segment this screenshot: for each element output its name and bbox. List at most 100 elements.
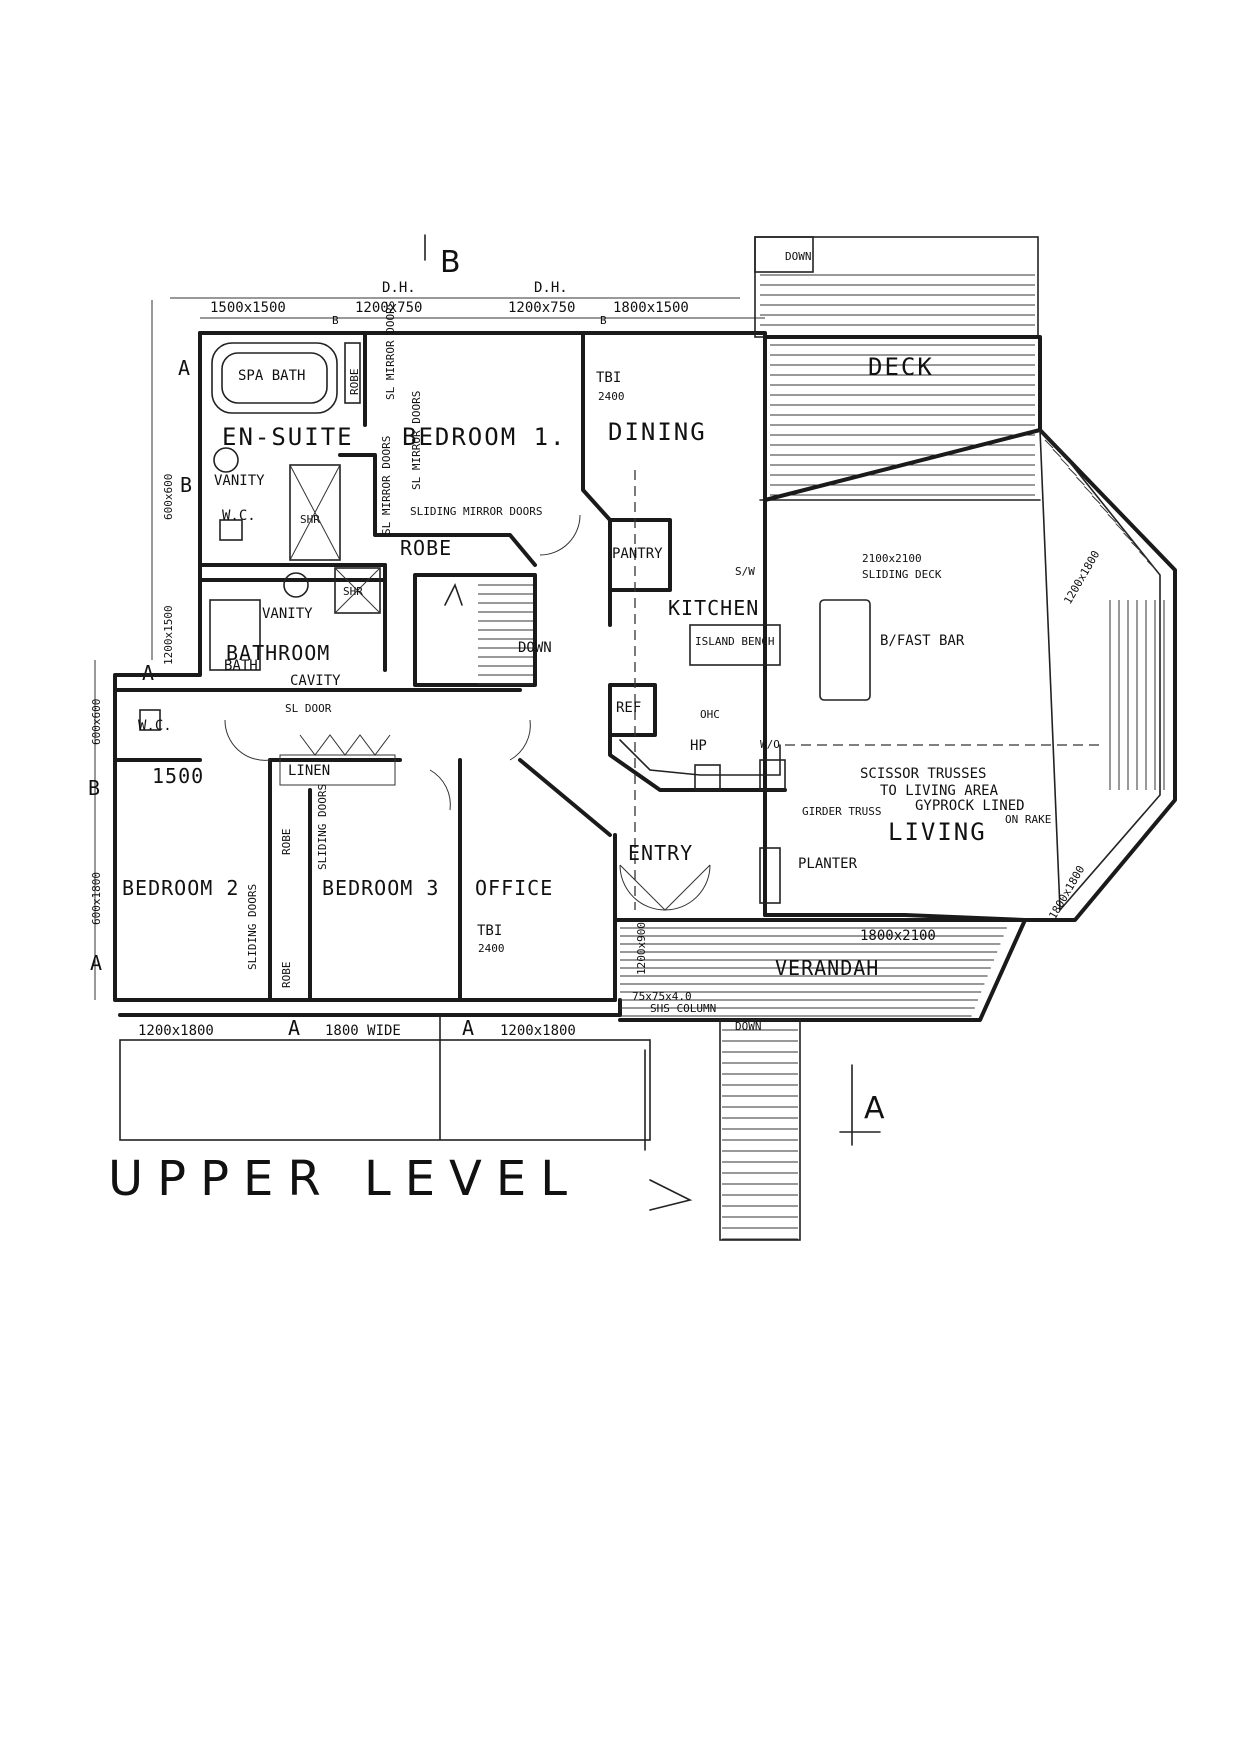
label-down-bottom: DOWN — [735, 1020, 762, 1033]
label-tbi-office-h: 2400 — [478, 942, 505, 955]
dim-left-3: 600x600 — [90, 699, 103, 745]
basin-bath — [283, 572, 309, 598]
label-down-stair: DOWN — [518, 640, 552, 656]
wtype-b-2: B — [600, 314, 607, 327]
dim-left-4: 600x1800 — [90, 872, 103, 925]
room-verandah: VERANDAH — [775, 956, 879, 980]
dim-window-3: 1200x750 — [508, 300, 575, 316]
basin-ensuite — [213, 447, 239, 473]
room-living: LIVING — [888, 818, 987, 846]
balcony-bottom — [119, 1014, 651, 1151]
label-scissor-2: TO LIVING AREA — [880, 783, 999, 799]
deck — [754, 236, 1042, 501]
wtype-a-3: A — [90, 951, 103, 975]
label-girder: GIRDER TRUSS — [802, 805, 881, 818]
dim-entry-side: 1200x900 — [635, 922, 648, 975]
label-robe-b3: ROBE — [280, 829, 293, 856]
left-dimension-line: 600x600 1200x1500 600x600 600x1800 A B A… — [88, 300, 193, 1000]
dh-label-1: D.H. — [382, 280, 416, 296]
room-bedroom-3: BEDROOM 3 — [322, 876, 439, 900]
label-sl-mirror-b: SL MIRROR DOORS — [410, 391, 423, 490]
label-planter: PLANTER — [798, 856, 858, 872]
label-scissor-4: ON RAKE — [1005, 813, 1051, 826]
dim-oct-1: 1200x1800 — [1061, 548, 1102, 606]
label-sw: S/W — [735, 565, 755, 578]
kitchen-counter — [619, 739, 781, 776]
robe-top-box — [344, 342, 361, 404]
label-sliding-b2: SLIDING DOORS — [246, 884, 259, 970]
label-tbi-dining: TBI — [596, 370, 621, 386]
section-marker-b: B — [440, 245, 461, 280]
label-wo: W/O — [760, 738, 780, 751]
label-spa-bath: SPA BATH — [238, 368, 305, 384]
label-vanity-bath: VANITY — [262, 606, 313, 622]
dh-label-2: D.H. — [534, 280, 568, 296]
room-linen: LINEN — [288, 763, 330, 779]
dim-bottom-1: 1200x1800 — [138, 1023, 214, 1039]
dim-window-4: 1800x1500 — [613, 300, 689, 316]
label-tbi-office: TBI — [477, 923, 502, 939]
wtype-b-4: B — [88, 776, 101, 800]
label-sliding-deck: SLIDING DECK — [862, 568, 942, 581]
dim-bottom-3: 1200x1800 — [500, 1023, 576, 1039]
stairs-internal — [444, 582, 533, 685]
wall-oven — [759, 759, 786, 791]
label-scissor-1: SCISSOR TRUSSES — [860, 766, 986, 782]
section-marker-top: B — [424, 234, 461, 280]
label-vanity-ensuite: VANITY — [214, 473, 265, 489]
label-down-top: DOWN — [785, 250, 812, 263]
room-bedroom-1: BEDROOM 1. — [402, 423, 567, 451]
room-wc-main: W.C. — [138, 718, 172, 734]
drawing-title: UPPER LEVEL — [108, 1151, 581, 1207]
label-shr-bath: SHR — [343, 585, 363, 598]
section-marker-bottom: A — [839, 1064, 885, 1146]
label-fridge: REF — [616, 700, 641, 716]
wtype-a-1: A — [178, 356, 191, 380]
label-robe-main: ROBE — [400, 536, 452, 560]
dimension-labels: 1500 1200x1800 1800 WIDE 1200x1800 A A 1… — [138, 548, 1102, 1040]
wtype-a-5: A — [462, 1016, 475, 1040]
dim-left-2: 1200x1500 — [162, 605, 175, 665]
dim-window-1: 1500x1500 — [210, 300, 286, 316]
bathtub — [209, 599, 261, 671]
room-office: OFFICE — [475, 876, 553, 900]
interior-walls — [113, 331, 787, 1002]
room-dining: DINING — [608, 418, 707, 446]
label-bfast: B/FAST BAR — [880, 633, 965, 649]
label-column: 75x75x4.0 — [632, 990, 692, 1003]
label-ohc: OHC — [700, 708, 720, 721]
dim-left-1: 600x600 — [162, 474, 175, 520]
dim-deck-door: 2100x2100 — [862, 552, 922, 565]
dim-window-2: 1200x750 — [355, 300, 422, 316]
label-shr-ensuite: SHR — [300, 513, 320, 526]
shower-bath — [334, 567, 381, 614]
dim-veranda-door: 1800x2100 — [860, 928, 936, 944]
breakfast-bar — [819, 599, 871, 701]
room-labels: EN-SUITE BEDROOM 1. DINING KITCHEN BATHR… — [122, 353, 987, 980]
room-ensuite: EN-SUITE — [222, 423, 354, 451]
top-dimension-line: 1500x1500 1200x750 1200x750 1800x1500 D.… — [170, 280, 765, 327]
label-robe-top: ROBE — [348, 369, 361, 396]
label-hp: HP — [690, 738, 707, 754]
label-sliding-mirror: SLIDING MIRROR DOORS — [410, 505, 542, 518]
label-tbi-dining-h: 2400 — [598, 390, 625, 403]
label-robe-b2: ROBE — [280, 962, 293, 989]
wtype-b-3: B — [180, 473, 193, 497]
room-bathroom: BATHROOM — [226, 641, 330, 665]
toilet-main — [139, 709, 161, 731]
label-cavity: CAVITY — [290, 673, 341, 689]
label-sl-mirror-c: SL MIRROR DOORS — [380, 436, 393, 535]
label-bath: BATH — [224, 658, 258, 674]
room-pantry: PANTRY — [612, 546, 663, 562]
dim-1500: 1500 — [152, 764, 204, 788]
fixture-labels: SPA BATH ROBE SL MIRROR DOORS SL MIRROR … — [214, 250, 1051, 1033]
shower-ensuite — [289, 464, 341, 561]
label-island: ISLAND BENCH — [695, 635, 774, 648]
island-bench — [689, 624, 781, 666]
room-deck: DECK — [868, 353, 934, 381]
dim-bottom-2: 1800 WIDE — [325, 1023, 401, 1039]
spa-bath — [211, 342, 338, 414]
room-bedroom-2: BEDROOM 2 — [122, 876, 239, 900]
label-sliding-b3: SLIDING DOORS — [316, 784, 329, 870]
wtype-b-1: B — [332, 314, 339, 327]
